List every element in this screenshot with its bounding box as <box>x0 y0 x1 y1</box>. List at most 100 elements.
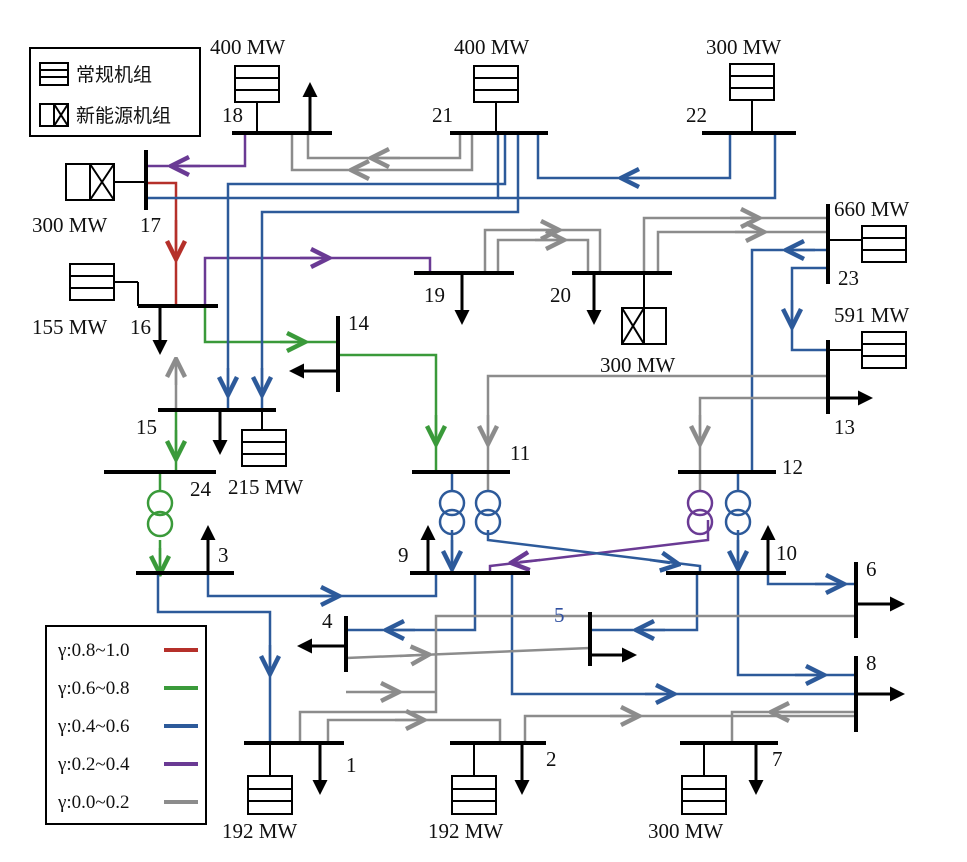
bus-20-label: 20 <box>550 283 571 307</box>
gen-22-capacity: 300 MW <box>706 35 781 59</box>
bus-19-label: 19 <box>424 283 445 307</box>
generator-21-icon <box>473 65 519 103</box>
gamma-legend-row: γ:0.6~0.8 <box>57 678 198 699</box>
bus-24-label: 24 <box>190 477 212 501</box>
flow-18-17-purple <box>148 135 247 168</box>
transformer-11-9b <box>474 489 502 536</box>
generator-18-icon <box>234 65 280 103</box>
gen-20-capacity: 300 MW <box>600 353 675 377</box>
flow-3-1-blue <box>156 572 272 742</box>
bus-6-label: 6 <box>866 557 877 581</box>
bus-2-label: 2 <box>546 747 557 771</box>
flow-21-18-gray <box>306 135 462 160</box>
gen-21-capacity: 400 MW <box>454 35 529 59</box>
flow-23-12-blue <box>750 248 826 470</box>
flow-16-14-green <box>203 305 336 344</box>
generator-20-renewable-icon <box>621 307 667 345</box>
generator-23a-icon <box>861 225 907 263</box>
transformer-12-10a <box>686 489 714 536</box>
gamma-legend-label: γ:0.6~0.8 <box>57 678 129 699</box>
flow-11-10-blue <box>486 530 702 572</box>
bus-4-label: 4 <box>322 609 333 633</box>
flow-20-23-gray <box>642 216 826 272</box>
flow-8-7-gray <box>730 710 856 742</box>
flow-19-20-gray <box>483 228 602 272</box>
bus-16-label: 16 <box>130 315 151 339</box>
conventional-unit-icon <box>39 62 69 86</box>
flow-13-12-gray <box>698 396 826 470</box>
gen-2-capacity: 192 MW <box>428 819 503 843</box>
transformer-11-9a <box>438 489 466 536</box>
gamma-legend: γ:0.8~1.0 γ:0.6~0.8 γ:0.4~0.6 γ:0.2~0.4 γ:0.… <box>45 625 207 825</box>
power-flows <box>148 135 856 742</box>
gamma-legend-row: γ:0.4~0.6 <box>57 716 198 737</box>
bus-18-label: 18 <box>222 103 243 127</box>
bus-labels: 18 21 22 17 16 19 20 23 13 14 15 24 11 1… <box>130 103 877 777</box>
gamma-legend-label: γ:0.8~1.0 <box>57 640 129 661</box>
generator-2-icon <box>451 775 497 815</box>
flow-22-17-blue <box>498 135 777 200</box>
gamma-legend-row: γ:0.0~0.2 <box>57 792 198 813</box>
flow-3-9-blue <box>206 572 438 598</box>
loads <box>152 82 905 795</box>
bus-21-label: 21 <box>432 103 453 127</box>
gen-17-capacity: 300 MW <box>32 213 107 237</box>
gen-15-capacity: 215 MW <box>228 475 303 499</box>
transformer-12-10b <box>724 489 752 536</box>
bus-17-label: 17 <box>140 213 161 237</box>
gen-13-capacity: 591 MW <box>834 303 909 327</box>
flow-17-16-red <box>148 181 178 305</box>
generator-15-icon <box>241 429 287 467</box>
generators <box>65 63 907 815</box>
flow-1-2-gray <box>326 718 502 742</box>
flow-14-11-green <box>336 353 438 470</box>
unit-type-legend: 常规机组 新能源机组 <box>29 47 201 137</box>
legend-conventional-label: 常规机组 <box>76 64 152 86</box>
bus-7-label: 7 <box>772 747 783 771</box>
gamma-legend-label: γ:0.4~0.6 <box>57 716 129 737</box>
bus-3-label: 3 <box>218 543 229 567</box>
bus-13-label: 13 <box>834 415 855 439</box>
flow-16-19-purple <box>203 256 432 305</box>
bus-5-label: 5 <box>554 603 565 627</box>
bus-15-label: 15 <box>136 415 157 439</box>
bus-22-label: 22 <box>686 103 707 127</box>
flow-1-6-gray <box>298 614 856 742</box>
bus-8-label: 8 <box>866 651 877 675</box>
flow-9-4-blue <box>346 572 477 632</box>
generator-16-icon <box>69 263 115 301</box>
flow-23-13-blue <box>790 266 826 352</box>
buses <box>104 131 858 745</box>
flow-4-5-gray <box>345 646 591 660</box>
gen-16-capacity: 155 MW <box>32 315 107 339</box>
gen-23a-capacity: 660 MW <box>834 197 909 221</box>
flow-21-15-blue <box>226 135 507 410</box>
gen-1-capacity: 192 MW <box>222 819 297 843</box>
generator-7-icon <box>681 775 727 815</box>
flow-21-18b-gray <box>290 135 474 172</box>
bus-14-label: 14 <box>348 311 370 335</box>
bus-1-label: 1 <box>346 753 357 777</box>
generator-13-icon <box>861 331 907 369</box>
flow-13-11-gray <box>486 374 826 470</box>
bus-12-label: 12 <box>782 455 803 479</box>
flow-10-8-blue <box>736 572 856 677</box>
bus-10-label: 10 <box>776 541 797 565</box>
flow-10-5-blue <box>590 572 699 632</box>
gen-18-capacity: 400 MW <box>210 35 285 59</box>
gamma-legend-label: γ:0.0~0.2 <box>57 792 129 813</box>
bus-11-label: 11 <box>510 441 530 465</box>
generator-22-icon <box>729 63 775 101</box>
transformers <box>146 489 752 538</box>
gamma-legend-row: γ:0.8~1.0 <box>57 640 198 661</box>
generator-17-renewable-icon <box>65 163 115 201</box>
bus-9-label: 9 <box>398 543 409 567</box>
gamma-legend-row: γ:0.2~0.4 <box>57 754 198 775</box>
legend-renewable-label: 新能源机组 <box>76 105 171 127</box>
bus-23-label: 23 <box>838 266 859 290</box>
generator-labels: 400 MW 400 MW 300 MW 300 MW 155 MW 660 M… <box>32 35 909 843</box>
flow-22-21-blue <box>536 135 732 180</box>
flow-9-8-blue <box>510 572 856 696</box>
transformer-24-3 <box>146 489 174 538</box>
